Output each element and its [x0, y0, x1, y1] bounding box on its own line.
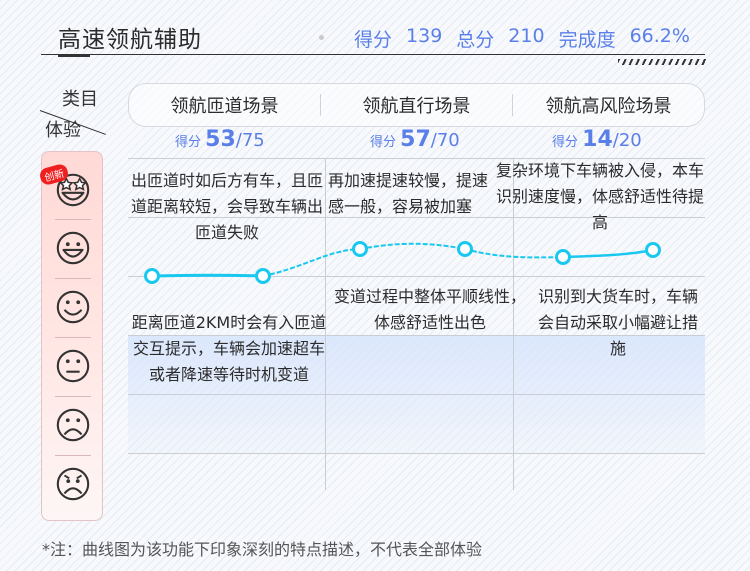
score-value: 57	[400, 127, 431, 152]
grid-line	[128, 158, 705, 159]
column-separator	[320, 94, 321, 116]
experience-grid: 出匝道时如后方有车，且匝道距离较短，会导致车辆出匝道失败 距离匝道2KM时会有入…	[128, 158, 705, 490]
score-total: /70	[430, 130, 460, 151]
title-accent-bar	[58, 54, 90, 57]
angry-face-icon	[56, 467, 90, 501]
column-header-bar: 领航匝道场景 领航直行场景 领航高风险场景	[128, 83, 705, 127]
frown-face-icon	[56, 408, 90, 442]
grid-line	[128, 217, 705, 218]
grin-face-icon	[56, 231, 90, 265]
score-total: /20	[612, 130, 642, 151]
grid-line	[128, 335, 705, 336]
hatch-decoration	[618, 59, 706, 65]
grid-line	[128, 276, 705, 277]
scale-divider	[55, 278, 91, 279]
column-score-straight: 得分 57/70	[370, 127, 460, 152]
header-dot	[319, 35, 324, 40]
experience-scale: 创新	[38, 151, 103, 521]
corner-category-label: 类目	[62, 89, 98, 110]
scale-divider	[55, 219, 91, 220]
column-header-ramp: 领航匝道场景	[170, 96, 279, 117]
grid-line	[128, 394, 705, 395]
score-label: 得分	[370, 135, 397, 150]
experience-curve	[144, 241, 661, 284]
column-score-ramp: 得分 53/75	[175, 127, 265, 152]
scale-divider	[55, 455, 91, 456]
score-total: /75	[235, 130, 265, 151]
scale-divider	[55, 396, 91, 397]
score-value: 14	[582, 127, 613, 152]
score-value: 53	[205, 127, 236, 152]
score-label: 得分	[552, 135, 579, 150]
score-value: 139	[406, 25, 443, 47]
desc-high-risk-positive: 识别到大货车时，车辆会自动采取小幅避让措施	[538, 287, 699, 358]
desc-straight-negative: 再加速提速较慢，提速感一般，容易被加塞	[328, 171, 489, 216]
score-label: 得分	[175, 135, 202, 150]
score-label: 得分	[354, 29, 393, 51]
desc-high-risk-negative: 复杂环境下车辆被入侵，本车识别速度慢，体感舒适性待提高	[495, 161, 704, 232]
total-value: 210	[508, 25, 545, 47]
desc-ramp-negative: 出匝道时如后方有车，且匝道距离较短，会导致车辆出匝道失败	[130, 171, 323, 242]
desc-straight-positive: 变道过程中整体平顺线性，体感舒适性出色	[333, 287, 526, 332]
column-divider	[513, 158, 514, 490]
column-header-high-risk: 领航高风险场景	[545, 96, 672, 117]
column-divider	[325, 158, 326, 490]
column-score-high-risk: 得分 14/20	[552, 127, 642, 152]
header-divider	[41, 54, 705, 55]
scale-divider	[55, 337, 91, 338]
grid-line	[128, 453, 705, 454]
smile-face-icon	[56, 290, 90, 324]
completion-value: 66.2%	[629, 25, 690, 47]
score-summary: 得分 139 总分 210 完成度 66.2%	[354, 25, 690, 52]
neutral-face-icon	[56, 349, 90, 383]
corner-experience-label: 体验	[45, 120, 81, 141]
star-eyes-face-icon	[56, 173, 90, 207]
column-header-straight: 领航直行场景	[362, 96, 471, 117]
page-title: 高速领航辅助	[58, 27, 202, 53]
footnote: *注：曲线图为该功能下印象深刻的特点描述，不代表全部体验	[42, 540, 483, 559]
desc-ramp-positive: 距离匝道2KM时会有入匝道交互提示，车辆会加速超车或者降速等待时机变道	[131, 313, 327, 384]
column-separator	[512, 94, 513, 116]
total-label: 总分	[456, 29, 495, 51]
completion-label: 完成度	[558, 29, 616, 51]
